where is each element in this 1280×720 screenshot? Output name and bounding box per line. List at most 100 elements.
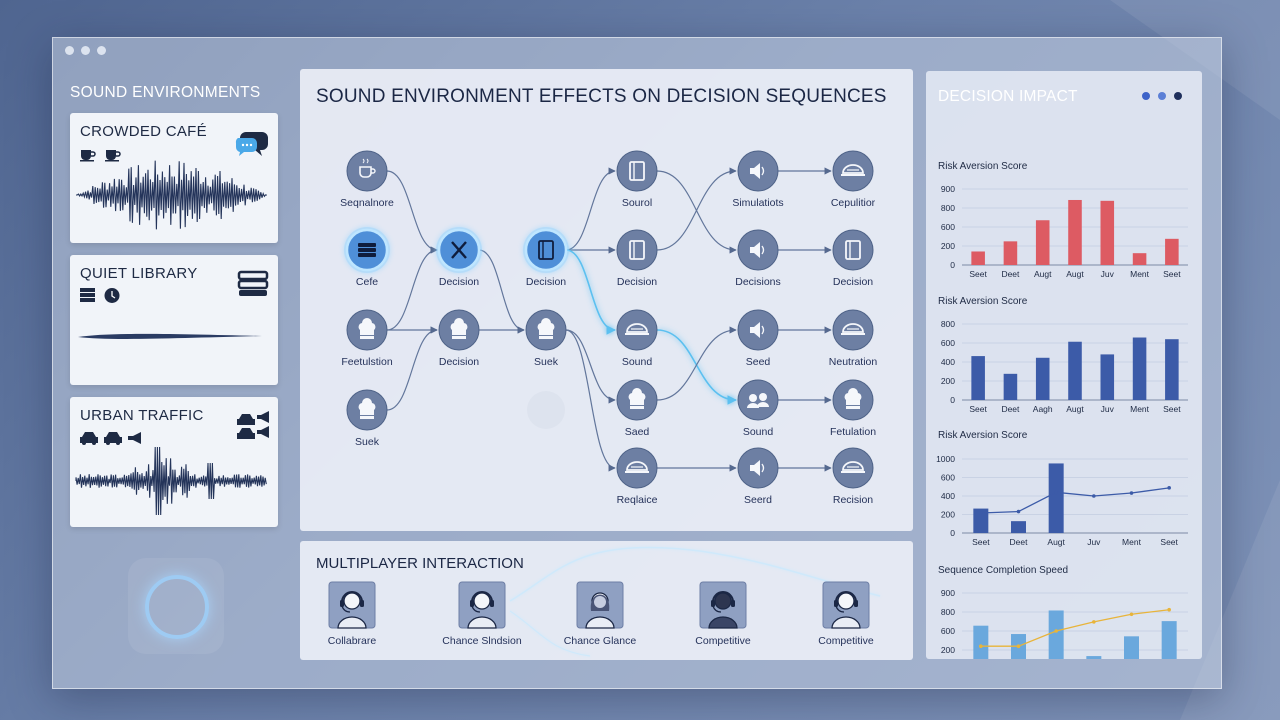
sound-card-urban-traffic[interactable]: URBAN TRAFFIC [70, 397, 278, 527]
x-tick-label: Deet [1001, 269, 1020, 279]
flow-node-label: Decisions [735, 276, 781, 288]
flow-node-label: Seed [746, 356, 771, 368]
chart-bar [1048, 610, 1064, 659]
flow-node-label: Decision [526, 276, 566, 288]
chart-title: Sequence Completion Speed [938, 565, 1068, 576]
x-tick-label: Juv [1101, 269, 1115, 279]
x-tick-label: Augt [1066, 269, 1084, 279]
flow-node[interactable]: Simulatiots [732, 150, 784, 209]
chart-point [1092, 494, 1096, 498]
headset-avatar-icon [467, 591, 497, 629]
flow-node[interactable]: Decision [832, 229, 874, 288]
player-card[interactable]: Chance Glance [564, 581, 637, 647]
flow-node[interactable]: Sound [616, 309, 658, 368]
traffic-icon [237, 411, 269, 439]
flow-node[interactable]: Decision [436, 227, 482, 288]
flow-node[interactable]: Seqnalnore [340, 150, 394, 209]
y-tick-label: 600 [941, 626, 955, 636]
dish-icon [841, 164, 865, 176]
sound-card-crowded-cafe[interactable]: CROWDED CAFÉ [70, 113, 278, 243]
flow-node[interactable]: Recision [832, 447, 874, 506]
chart-bar [1132, 253, 1147, 265]
chart-bar [1035, 220, 1050, 265]
headset-avatar-icon [337, 591, 367, 629]
record-ring-icon[interactable] [145, 575, 209, 639]
record-control[interactable] [128, 558, 224, 654]
node-circle [832, 309, 874, 351]
flow-node[interactable]: Decision [438, 309, 480, 368]
flow-node[interactable]: Cefe [344, 227, 390, 288]
crossed-utensils-icon [451, 241, 467, 259]
flow-node[interactable]: Feetulstion [341, 309, 393, 368]
flow-node[interactable]: Suek [525, 309, 567, 368]
node-circle [832, 229, 874, 271]
flow-node[interactable]: Decision [616, 229, 658, 288]
chart-bar [1035, 357, 1050, 400]
x-tick-label: Seet [969, 269, 987, 279]
flow-node[interactable]: Seed [737, 309, 779, 368]
flow-node[interactable]: Cepulitior [831, 150, 876, 209]
impact-status-dots [1142, 92, 1182, 100]
waveform-urban-traffic [75, 446, 267, 516]
flow-edge [386, 170, 438, 254]
flow-node[interactable]: Sound [737, 379, 779, 438]
app-window: SOUND ENVIRONMENTS CROWDED CAFÉ QUIET LI… [52, 37, 1222, 689]
minimize-control-icon[interactable] [81, 46, 90, 55]
chart-point [1054, 629, 1058, 633]
player-card[interactable]: Competitive [695, 581, 751, 647]
flow-node[interactable]: Saed [616, 379, 658, 438]
car-icon [104, 432, 122, 445]
flow-edge [656, 326, 737, 401]
node-circle [346, 150, 388, 192]
flow-node-label: Simulatiots [732, 197, 783, 209]
book-icon [538, 240, 554, 260]
horn-icon [128, 432, 141, 444]
node-circle [616, 150, 658, 192]
flow-node[interactable]: Decision [523, 227, 569, 288]
chart-bar [1048, 463, 1064, 533]
flow-edge [386, 246, 438, 331]
player-card[interactable]: Collabrare [328, 581, 377, 647]
player-card[interactable]: Competitive [818, 581, 874, 647]
flow-node-label: Feetulstion [341, 356, 393, 368]
flow-node[interactable]: Reqlaice [616, 447, 658, 506]
flow-node[interactable]: Fetulation [830, 379, 876, 438]
speaker-icon [750, 460, 765, 476]
flow-node[interactable]: Suek [346, 389, 388, 448]
flow-node[interactable]: Seerd [737, 447, 779, 506]
flow-node[interactable]: Decisions [735, 229, 781, 288]
clock-icon [104, 288, 120, 303]
multiplayer-diagram: Collabrare Chance Slndsion Chance Glance Co… [328, 546, 881, 657]
sidebar-title: SOUND ENVIRONMENTS [70, 84, 261, 101]
flow-node[interactable]: Neutration [829, 309, 878, 368]
x-tick-label: Deet [1010, 537, 1029, 547]
chart-point [1092, 620, 1096, 624]
car-icon [80, 432, 98, 445]
flow-node-label: Reqlaice [617, 494, 658, 506]
flow-node-label: Cepulitior [831, 197, 876, 209]
coffee-cup-icon [80, 150, 96, 162]
close-control-icon[interactable] [65, 46, 74, 55]
flow-node[interactable]: Sourol [616, 150, 658, 209]
chart-point [1129, 612, 1134, 617]
x-tick-label: Ment [1130, 404, 1150, 414]
books-icon [80, 288, 95, 302]
node-circle [832, 150, 874, 192]
chef-hat-icon [844, 388, 862, 409]
impact-title: DECISION IMPACT [938, 88, 1078, 105]
y-tick-label: 800 [941, 319, 955, 329]
chart-bar [1100, 200, 1115, 265]
maximize-control-icon[interactable] [97, 46, 106, 55]
y-tick-label: 0 [950, 395, 955, 405]
player-card[interactable]: Chance Slndsion [442, 581, 522, 647]
x-tick-label: Augt [1066, 404, 1084, 414]
flow-node-label: Cefe [356, 276, 378, 288]
flow-node-label: Sourol [622, 197, 652, 209]
chat-bubbles-icon [235, 132, 268, 156]
sound-card-quiet-library[interactable]: QUIET LIBRARY [70, 255, 278, 385]
book-icon [629, 161, 645, 181]
waveform-crowded-cafe [76, 160, 267, 230]
group-icon [747, 393, 769, 408]
